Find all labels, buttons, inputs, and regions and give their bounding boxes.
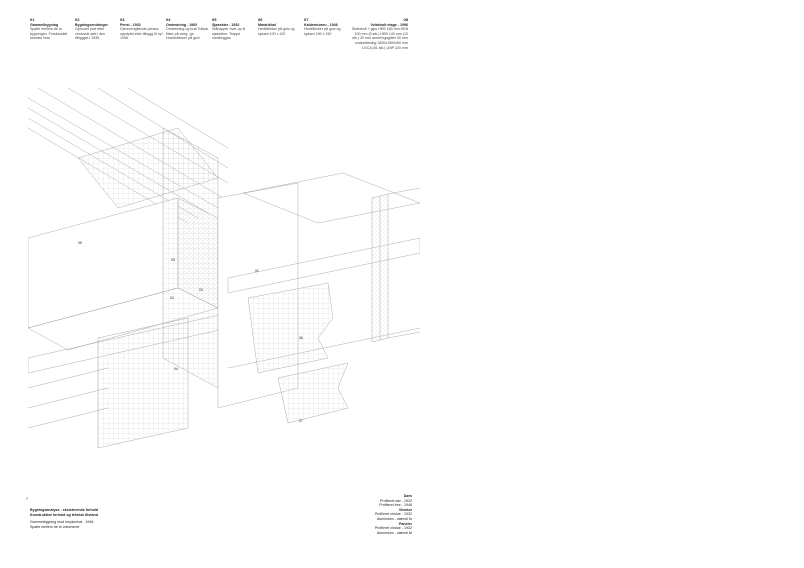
legend-item: 05 Sjøsekter - 1932 Stålrapper hver op t…	[212, 17, 256, 41]
footer-caption: Bygningsanalyse - eksisterende forhold K…	[30, 508, 150, 529]
materials-heading: Vindser	[398, 507, 412, 512]
legend-desc: Stolerkolf + gips HEB 180 mm HEB 100 mm …	[351, 27, 408, 50]
legend-item: 08 Voldekult etage - 1996 Stolerkolf + g…	[348, 17, 408, 50]
legend-num: 06	[258, 17, 263, 22]
legend-item: 04 Omtestning - 1960 Omtestning og brøl …	[166, 17, 210, 41]
materials-heading: Paneler	[399, 521, 412, 526]
materials-heading: Dørs	[403, 494, 412, 498]
legend-num: 03	[120, 17, 125, 22]
axonometric-drawing	[28, 88, 420, 448]
materials-line: Aluminium - utændi år	[376, 516, 412, 521]
legend-desc: Gjennomgående pensor, oppdylet etter til…	[120, 27, 164, 41]
materials-line: Profileret vindue - 1932	[374, 526, 412, 531]
legend-title: Gammelbygning	[30, 22, 59, 27]
materials-list: Dørs Profileret dør - 1932 Profileret tr…	[322, 494, 412, 535]
legend-desc: Hedelkinker på gulv og spkant 150 x 150	[304, 27, 341, 36]
legend-num: 07	[304, 17, 309, 22]
caption-title: Bygningsanalyse - eksisterende forhold	[30, 508, 99, 512]
materials-line: Profileret tree - 1946	[379, 503, 412, 508]
legend-desc: Hedelkinker på gulv og spkant 100 x 100	[258, 27, 295, 36]
callout-label: 02	[170, 296, 174, 300]
legend-num: 04	[166, 17, 171, 22]
legend-title: Pensi - 1932	[120, 22, 141, 27]
callout-label: 04	[174, 367, 178, 371]
callout-label: 03	[199, 288, 203, 292]
callout-label: 03	[171, 258, 175, 262]
legend-num: 01	[30, 17, 35, 22]
legend-title: Omtestning - 1960	[166, 22, 198, 27]
callout-label: 05	[78, 241, 82, 245]
legend-num: 02	[75, 17, 80, 22]
legend-item: 01 Gammelbygning Spalte mellom de to byg…	[30, 17, 74, 41]
legend-title: Bygningsendringer	[75, 22, 108, 27]
page-mark: 7	[26, 497, 28, 501]
legend-item: 02 Bygningsendringer Opmuret port etter …	[75, 17, 119, 41]
legend-title: Sjøsekter - 1932	[212, 22, 240, 27]
legend-title: Voldekult etage - 1996	[370, 22, 408, 27]
callout-label: 06	[299, 336, 303, 340]
legend-num: 05	[212, 17, 217, 22]
legend-item: 07 Kaldernivaeu - 1946 Hedelkinker på gu…	[304, 17, 348, 36]
legend-num: 08	[403, 17, 408, 22]
materials-line: Profileret vindue - 1932	[374, 512, 412, 517]
caption-line: Spalte mellem de to volumener	[30, 524, 80, 529]
caption-subtitle: Konstruktive forhold og teknisk tilstand	[30, 512, 98, 517]
materials-line: Aluminium - utændi år	[376, 530, 412, 535]
materials-line: Profileret dør - 1932	[380, 498, 412, 503]
legend-desc: Spalte mellom de to bygningen. Forskandl…	[30, 27, 68, 41]
legend-item: 06 Mastrikhal Hedelkinker på gulv og spk…	[258, 17, 302, 36]
callout-label: 01	[255, 269, 259, 273]
legend-item: 03 Pensi - 1932 Gjennomgående pensor, op…	[120, 17, 164, 41]
legend-title: Kaldernivaeu - 1946	[304, 22, 338, 27]
legend: 01 Gammelbygning Spalte mellom de to byg…	[30, 17, 410, 78]
callout-label: 07	[299, 419, 303, 423]
legend-title: Mastrikhal	[258, 22, 276, 27]
legend-desc: Omtestning og brøl Tukkar fliser på veeg…	[166, 27, 209, 41]
caption-line: Gammelbygning mod inspicmhal - 1946	[30, 520, 94, 525]
legend-desc: Opmuret port etter vinduvutt ølet i den …	[75, 27, 106, 41]
legend-desc: Stålrapper hver op til sjøsekker. Trappe…	[212, 27, 246, 41]
